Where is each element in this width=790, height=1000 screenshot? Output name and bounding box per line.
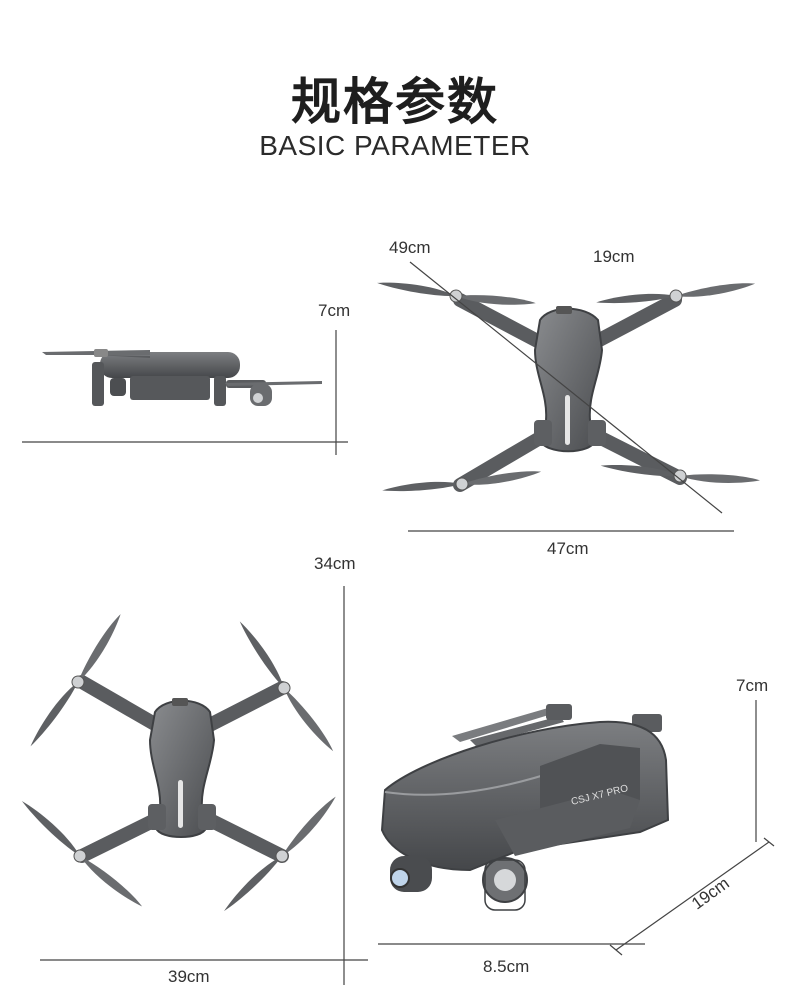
folded-length-tick-a	[609, 944, 623, 956]
front-width-label: 39cm	[168, 967, 210, 986]
folded-width-label: 8.5cm	[483, 957, 530, 976]
drone-folded-view: CSJ X7 PRO	[380, 704, 670, 911]
page-title-chinese: 规格参数	[291, 73, 499, 131]
drone-top-unfolded	[375, 278, 761, 499]
side-height-label: 7cm	[318, 301, 351, 320]
prop-length-label: 19cm	[593, 247, 635, 266]
top-width-label: 47cm	[547, 539, 589, 558]
folded-height-label: 7cm	[736, 676, 769, 695]
drone-side-view	[42, 349, 322, 406]
drone-top-front-view	[16, 612, 344, 918]
diagonal-label: 49cm	[389, 238, 431, 257]
folded-length-line	[615, 841, 770, 951]
page-title-english: BASIC PARAMETER	[259, 130, 531, 161]
diagonal-line	[409, 261, 723, 514]
front-height-label: 34cm	[314, 554, 356, 573]
folded-length-tick-b	[763, 837, 775, 847]
